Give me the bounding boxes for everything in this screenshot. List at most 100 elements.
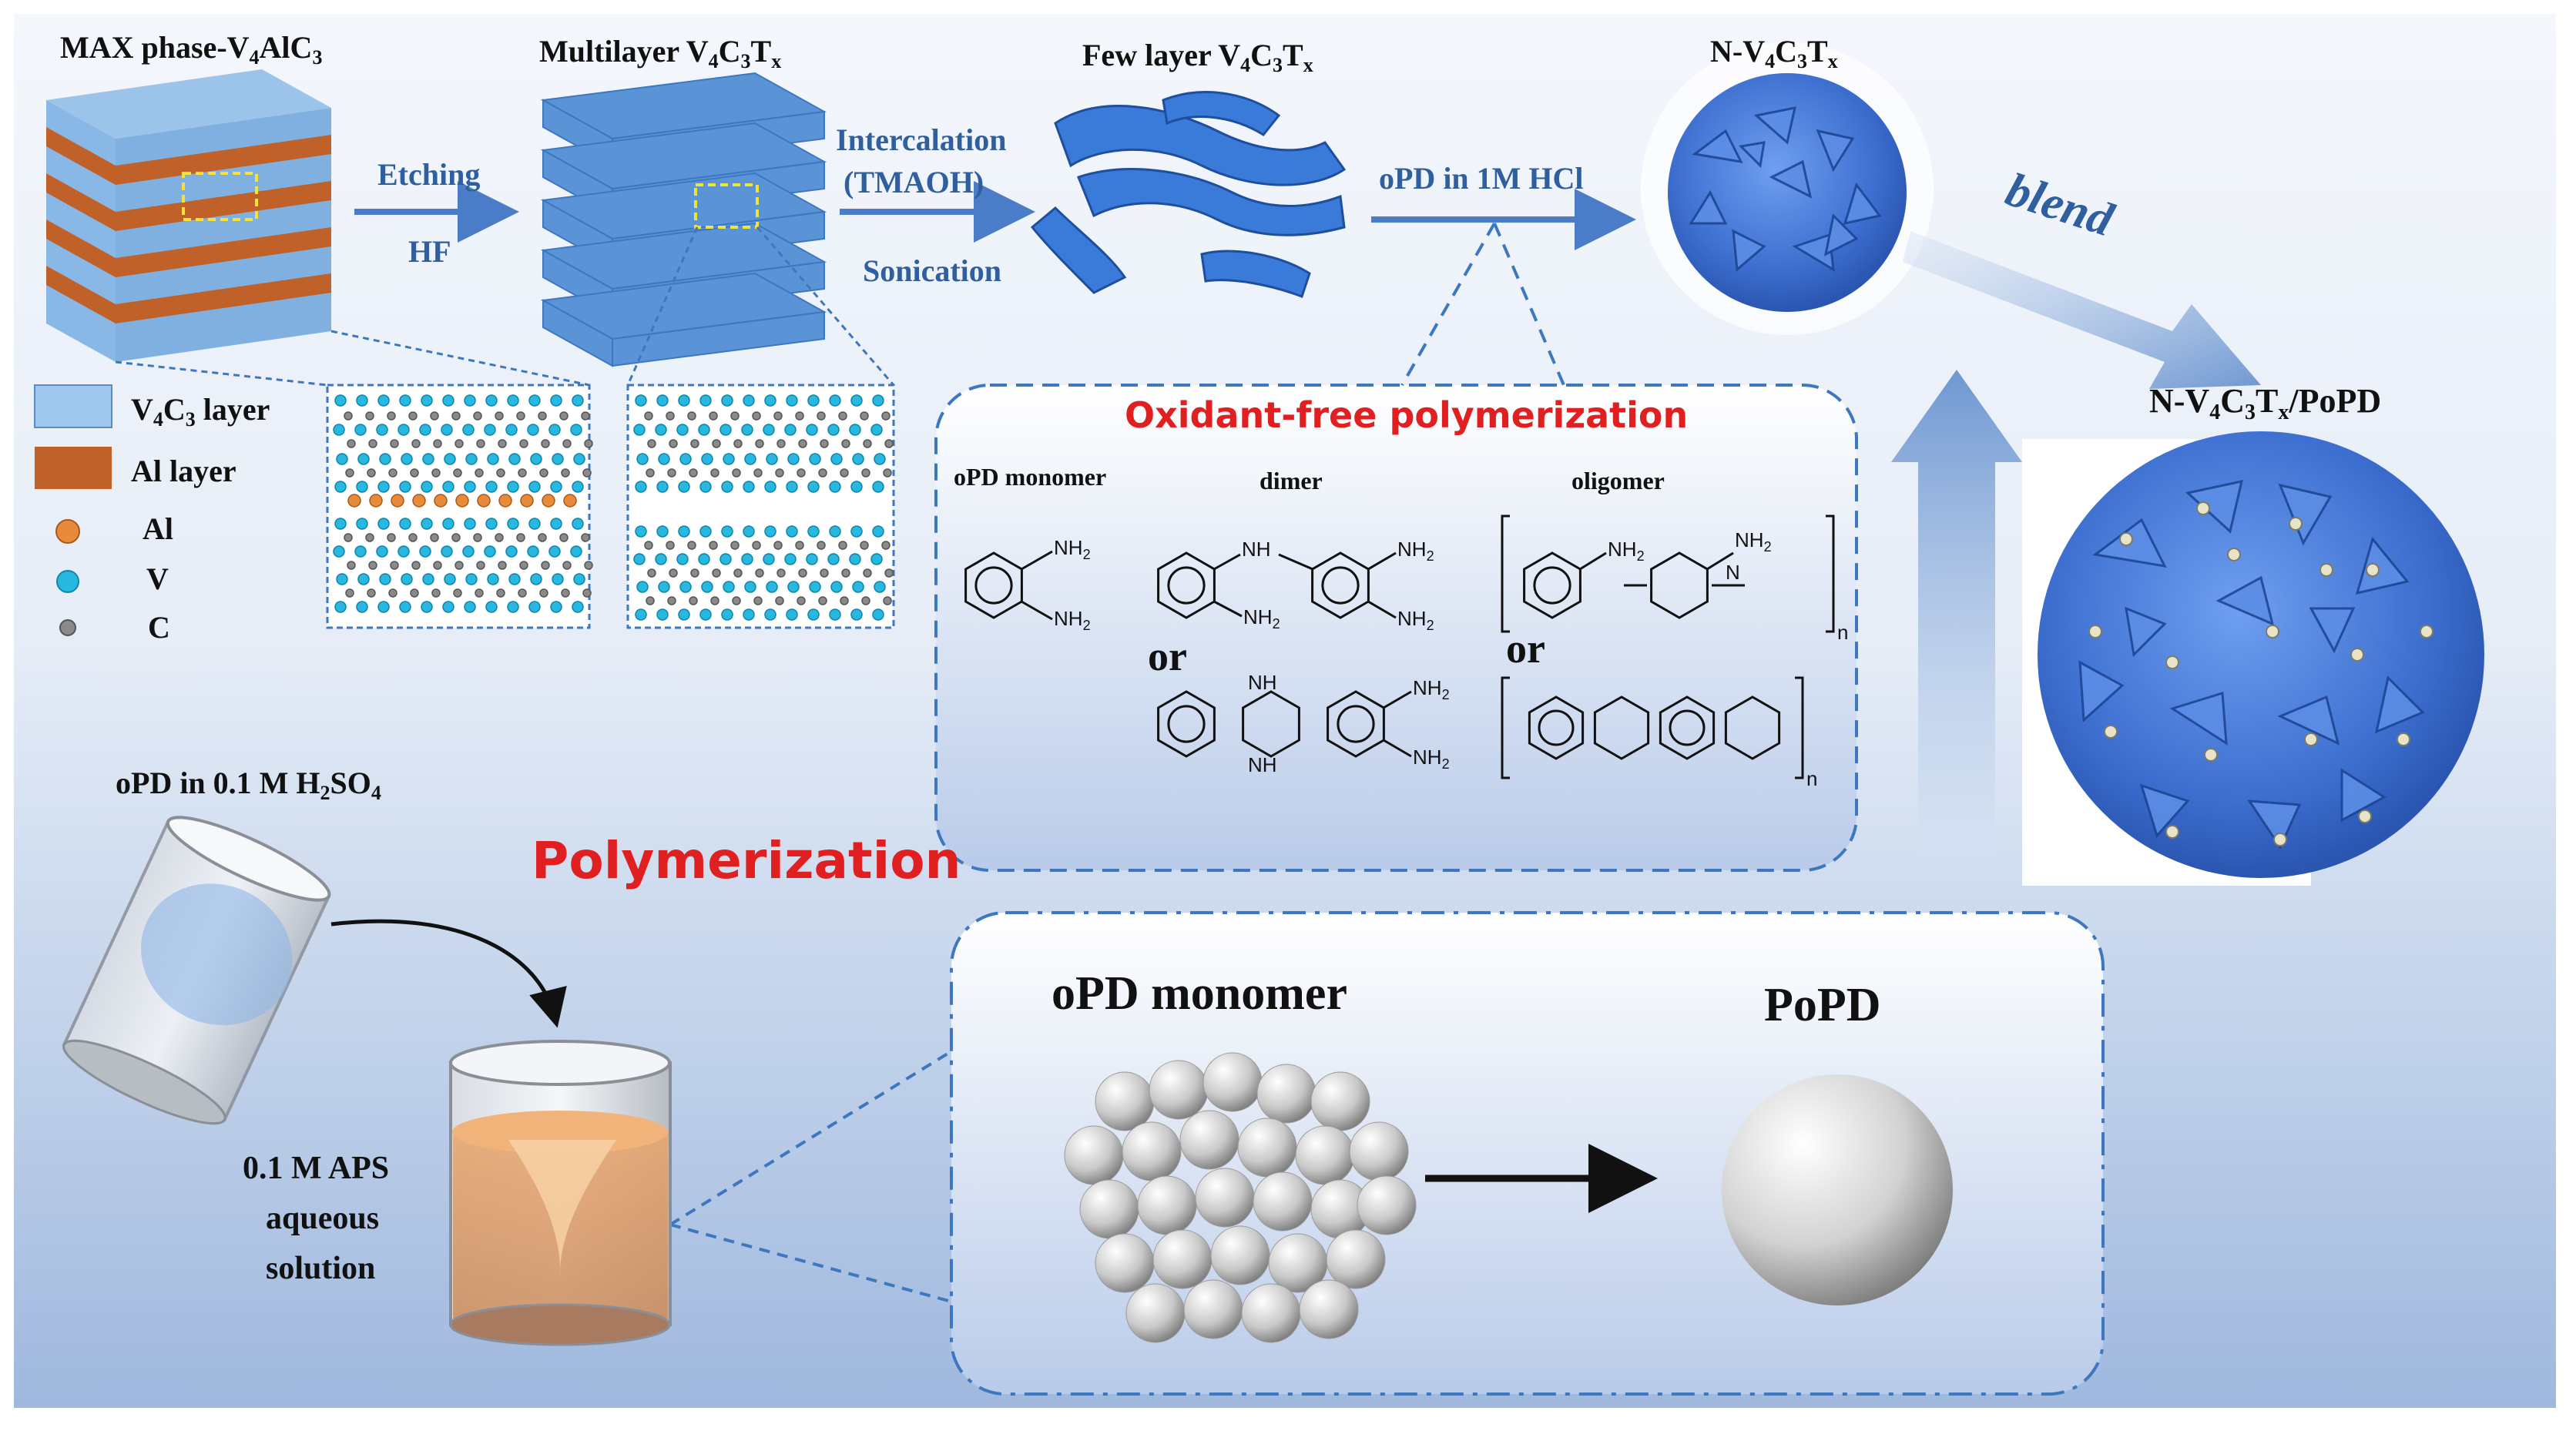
c-atom xyxy=(669,568,678,578)
c-atom xyxy=(646,468,655,478)
chem-group-label: NH xyxy=(1242,538,1271,561)
v-atom xyxy=(334,601,347,613)
chem-group-label: NH2 xyxy=(1243,605,1280,632)
chem-group-label: NH2 xyxy=(1397,538,1434,564)
c-atom xyxy=(841,568,850,578)
v-atom xyxy=(570,424,582,436)
v-atom xyxy=(633,553,646,565)
monomer-ball-cluster xyxy=(1064,1052,1417,1343)
v-atom xyxy=(444,453,456,465)
v-atom xyxy=(550,601,562,613)
label-n-v4c3tx: N-V4C3Tx xyxy=(1710,34,1838,72)
c-atom xyxy=(817,411,826,421)
v-atom xyxy=(829,394,841,407)
c-atom xyxy=(710,468,719,478)
v-atom xyxy=(658,581,670,593)
v-atom xyxy=(464,481,476,493)
c-atom xyxy=(561,588,570,598)
c-atom xyxy=(344,411,353,421)
v-atom xyxy=(764,481,776,493)
c-atom xyxy=(541,439,550,448)
legend-label-v4c3: V4C3 layer xyxy=(131,392,270,431)
v-atom xyxy=(333,545,345,558)
monomer-ball xyxy=(1295,1125,1355,1185)
upright-beaker xyxy=(449,1040,672,1346)
blend-arrow xyxy=(1903,231,2261,389)
c-atom xyxy=(732,468,741,478)
v-atom xyxy=(719,424,732,436)
v-atom xyxy=(442,394,454,407)
legend-label-al-layer: Al layer xyxy=(131,454,236,488)
benzene-ring xyxy=(1659,695,1716,760)
v-atom xyxy=(357,453,370,465)
c-atom xyxy=(647,568,656,578)
zoom-box-multilayer xyxy=(694,183,759,229)
v-atom xyxy=(827,424,840,436)
v-atom xyxy=(849,553,861,565)
monomer-ball xyxy=(1183,1279,1243,1339)
v-atom xyxy=(550,394,562,407)
v-atom xyxy=(572,481,584,493)
v-atom xyxy=(764,608,776,621)
v-atom xyxy=(528,394,541,407)
v-atom xyxy=(507,518,519,530)
popd-sphere xyxy=(1722,1074,1953,1305)
oxidant-free-box xyxy=(934,223,1858,872)
v-atom xyxy=(465,573,478,585)
monomer-ball xyxy=(1149,1060,1209,1120)
c-atom xyxy=(473,411,482,421)
chem-group-label: NH2 xyxy=(1054,536,1091,562)
v-atom xyxy=(528,518,541,530)
v-atom xyxy=(743,394,755,407)
v-atom xyxy=(806,553,818,565)
c-atom xyxy=(581,533,590,542)
c-atom xyxy=(344,533,353,542)
monomer-ball xyxy=(1202,1052,1263,1112)
c-atom xyxy=(647,439,656,448)
c-atom xyxy=(860,411,869,421)
c-atom xyxy=(881,541,891,550)
c-atom xyxy=(863,568,872,578)
c-atom xyxy=(473,533,482,542)
v-atom xyxy=(421,394,433,407)
c-atom xyxy=(410,468,419,478)
ring-aromatic-marker xyxy=(1167,566,1206,605)
monomer-ball xyxy=(1195,1168,1255,1228)
v-atom xyxy=(784,553,797,565)
v-atom xyxy=(829,481,841,493)
v-atom xyxy=(441,545,453,558)
c-atom xyxy=(773,411,783,421)
v-atom xyxy=(787,581,800,593)
v-atom xyxy=(377,481,390,493)
ring-aromatic-marker xyxy=(1167,705,1206,743)
c-atom xyxy=(476,561,485,570)
v-atom xyxy=(572,518,584,530)
c-atom xyxy=(840,596,849,605)
v-atom xyxy=(550,481,562,493)
oxidant-free-title: Oxidant-free polymerization xyxy=(1125,394,1688,436)
v-atom xyxy=(530,453,542,465)
c-atom xyxy=(687,411,696,421)
v-atom xyxy=(421,601,433,613)
v-atom xyxy=(721,481,733,493)
v-atom xyxy=(444,573,456,585)
c-atom xyxy=(712,568,721,578)
c-atom xyxy=(390,561,399,570)
v-atom xyxy=(508,573,521,585)
al-atom xyxy=(498,494,512,508)
c-atom xyxy=(690,568,699,578)
v-atom xyxy=(852,581,864,593)
c-atom xyxy=(451,411,461,421)
v-atom xyxy=(786,394,798,407)
v-atom xyxy=(507,394,519,407)
v-atom xyxy=(723,453,735,465)
label-aps-line1: 0.1 M APS xyxy=(243,1151,389,1186)
monomer-ball xyxy=(1179,1110,1239,1170)
v-atom xyxy=(376,424,388,436)
v-atom xyxy=(462,424,475,436)
multilayer-stack xyxy=(540,72,827,367)
v-atom xyxy=(573,453,585,465)
c-atom xyxy=(881,411,891,421)
c-atom xyxy=(411,439,421,448)
c-atom xyxy=(666,541,675,550)
